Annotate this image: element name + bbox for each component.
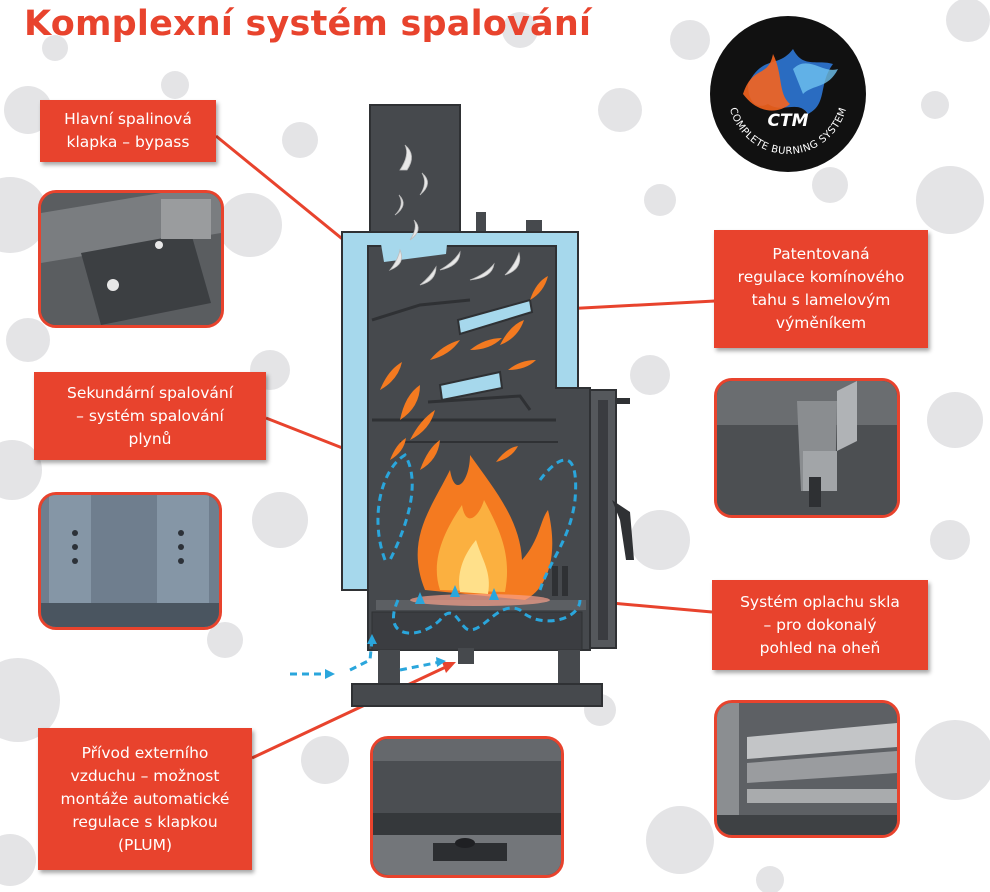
photo-secondary-combustion xyxy=(38,492,222,630)
label-bypass: Hlavní spalinová klapka – bypass xyxy=(40,100,216,162)
photo-bypass-flap xyxy=(38,190,224,328)
label-external-air-text: Přívod externího vzduchu – možnost montá… xyxy=(60,743,230,854)
photo-glass-rinse xyxy=(714,700,900,838)
photo-chimney-regulator xyxy=(714,378,900,518)
label-chimney-draft: Patentovaná regulace komínového tahu s l… xyxy=(714,230,928,348)
air-flow-arrow-icon xyxy=(290,452,582,676)
page-title: Komplexní systém spalování xyxy=(24,4,592,44)
label-secondary-combustion: Sekundární spalování – systém spalování … xyxy=(34,372,266,460)
label-chimney-draft-text: Patentovaná regulace komínového tahu s l… xyxy=(737,245,905,332)
flame-icon xyxy=(410,455,553,606)
ctm-logo-text: CTM xyxy=(768,111,809,131)
label-glass-rinse: Systém oplachu skla – pro dokonalý pohle… xyxy=(712,580,928,670)
smoke-icon xyxy=(388,144,521,286)
label-bypass-text: Hlavní spalinová klapka – bypass xyxy=(64,110,192,151)
label-external-air: Přívod externího vzduchu – možnost montá… xyxy=(38,728,252,870)
label-glass-rinse-text: Systém oplachu skla – pro dokonalý pohle… xyxy=(740,592,900,657)
photo-external-air xyxy=(370,736,564,878)
ctm-logo-icon: CTM COMPLETE BURNING SYSTEM xyxy=(710,16,866,172)
label-secondary-combustion-text: Sekundární spalování – systém spalování … xyxy=(66,383,234,448)
